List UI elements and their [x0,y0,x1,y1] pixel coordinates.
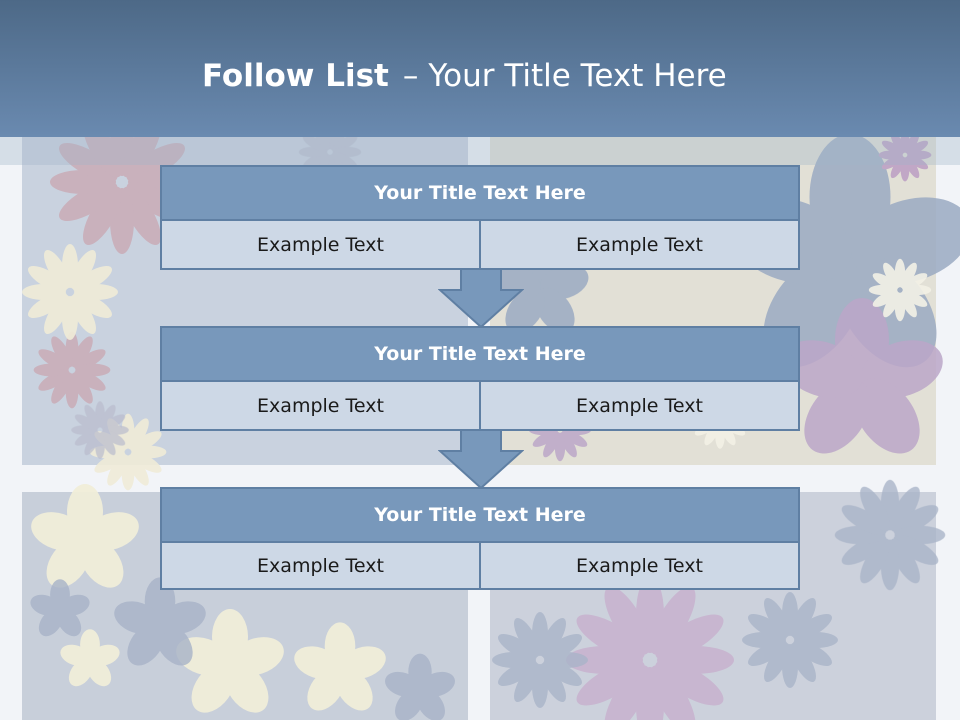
block-title: Your Title Text Here [160,326,800,382]
list-block-3: Your Title Text Here Example Text Exampl… [160,487,800,590]
down-arrow-icon [438,429,524,489]
block-cell-right: Example Text [481,221,800,270]
block-title: Your Title Text Here [160,165,800,221]
header-band [0,137,960,165]
block-cell-right: Example Text [481,382,800,431]
list-block-1: Your Title Text Here Example Text Exampl… [160,165,800,270]
slide-header [0,0,960,137]
list-block-2: Your Title Text Here Example Text Exampl… [160,326,800,431]
block-cell-right: Example Text [481,543,800,590]
slide-title-bold: Follow List [202,58,389,94]
block-cell-left: Example Text [160,382,481,431]
block-cell-left: Example Text [160,543,481,590]
slide-title-rest: Your Title Text Here [428,58,727,94]
block-cell-left: Example Text [160,221,481,270]
down-arrow-icon [438,268,524,328]
block-title: Your Title Text Here [160,487,800,543]
slide-title: Follow List–Your Title Text Here [202,54,727,98]
slide-title-dash: – [402,58,419,94]
